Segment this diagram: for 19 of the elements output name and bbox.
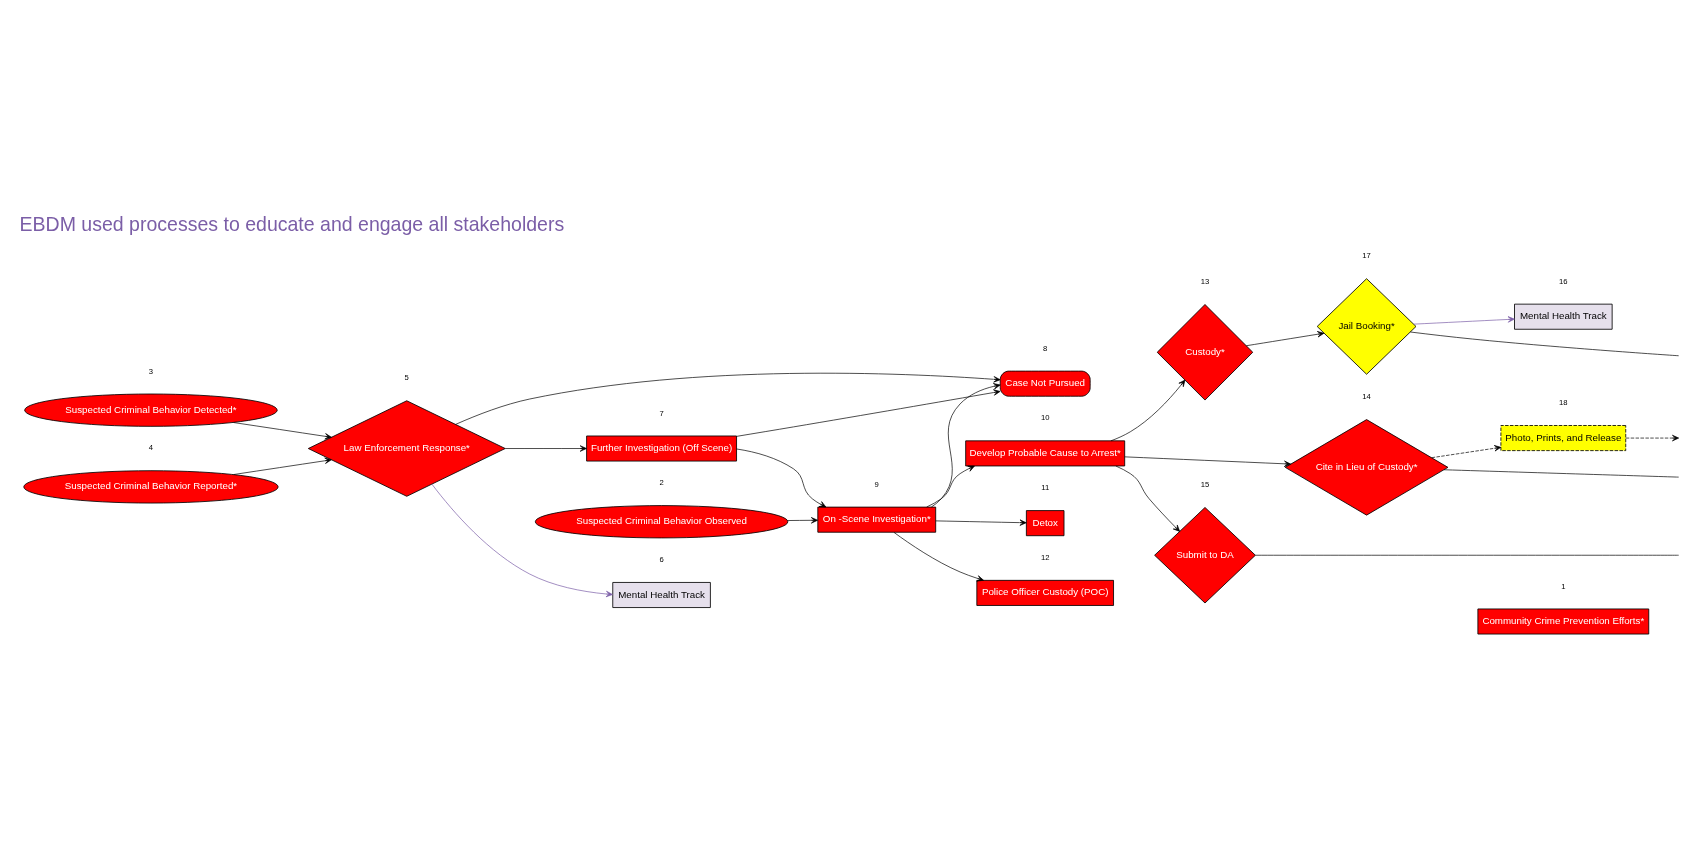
node-label: 17 [1362,250,1371,260]
node-label: 15 [1200,479,1210,489]
node-label: 10 [1040,413,1050,423]
node-label: 11 [1041,483,1050,493]
diagram-title: EBDM used processes to educate and engage all stakeholders [19,213,565,236]
node-label: 1 [1561,581,1566,591]
node-label: 6 [659,555,664,565]
node-label: 4 [148,443,154,453]
node-label: 7 [659,408,664,418]
node-label: 16 [1559,276,1568,286]
node-label: 12 [1040,552,1050,562]
node-label: 9 [874,479,879,489]
node-label: 5 [404,373,409,383]
node-label: 2 [659,478,664,488]
node-label: 8 [1043,343,1048,353]
node-label: 13 [1200,276,1210,286]
node-label: 14 [1362,391,1371,401]
node-label: 3 [148,366,154,376]
node-label: 18 [1559,398,1568,408]
